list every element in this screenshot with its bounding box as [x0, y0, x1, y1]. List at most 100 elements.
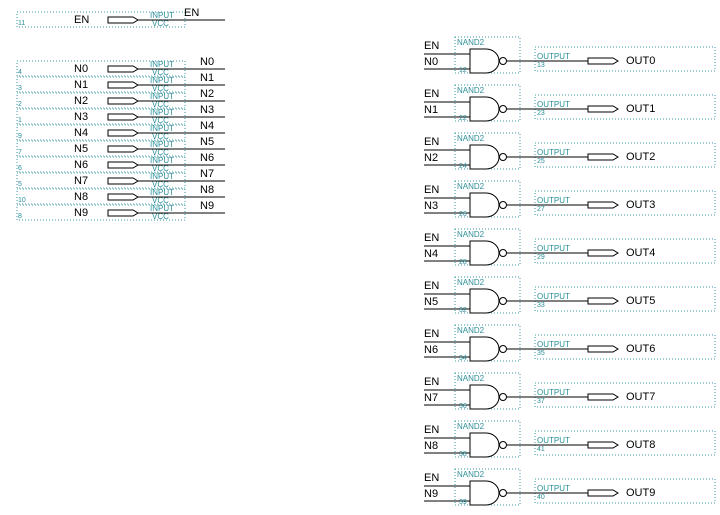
- input-pin-symbol: [107, 16, 139, 24]
- input-net-label: N8: [200, 184, 214, 196]
- input-supply-label: VCC: [152, 212, 169, 221]
- output-primitive-name: OUTPUT: [537, 100, 570, 109]
- input-label: N4: [74, 127, 88, 139]
- output-instance-box: [534, 430, 716, 456]
- output-pin-number: 13: [537, 62, 545, 69]
- input-primitive-name: INPUT: [150, 188, 174, 197]
- gate-input-b-label: N1: [424, 104, 438, 116]
- input-primitive-name: INPUT: [150, 124, 174, 133]
- input-pin-symbol: [107, 97, 139, 105]
- nand-gate-body: [469, 384, 500, 410]
- input-instance-box: [16, 172, 186, 189]
- output-primitive-name: OUTPUT: [537, 148, 570, 157]
- gate-pin-number: 22: [459, 115, 467, 122]
- nand-gate-body: [469, 432, 500, 458]
- output-pin-symbol: [587, 201, 619, 209]
- gate-pin-number: 36: [459, 403, 467, 410]
- input-pin-symbol: [107, 65, 139, 73]
- gate-primitive-name: NAND2: [457, 230, 485, 239]
- input-supply-label: VCC: [152, 148, 169, 157]
- nand-inversion-bubble: [499, 441, 507, 449]
- output-primitive-name: OUTPUT: [537, 436, 570, 445]
- output-pin-number: 40: [537, 494, 545, 501]
- input-instance-box: [16, 60, 186, 77]
- output-label: OUT3: [626, 199, 655, 211]
- output-pin-symbol: [587, 489, 619, 497]
- input-primitive-name: INPUT: [150, 204, 174, 213]
- gate-input-b-label: N2: [424, 152, 438, 164]
- gate-pin-number: 24: [459, 163, 467, 170]
- gate-primitive-name: NAND2: [457, 326, 485, 335]
- nand-gate-body: [469, 144, 500, 170]
- output-primitive-name: OUTPUT: [537, 196, 570, 205]
- output-primitive-name: OUTPUT: [537, 292, 570, 301]
- gate-input-b-label: N8: [424, 440, 438, 452]
- gate-primitive-name: NAND2: [457, 134, 485, 143]
- gate-input-b-label: N5: [424, 296, 438, 308]
- gate-primitive-name: NAND2: [457, 470, 485, 479]
- input-pin-number: 3: [18, 85, 22, 92]
- gate-instance-box: [454, 372, 521, 410]
- gate-instance-box: [454, 180, 521, 218]
- output-label: OUT9: [626, 487, 655, 499]
- gate-input-b-label: N7: [424, 392, 438, 404]
- gate-pin-number: 28: [459, 259, 467, 266]
- gate-pin-number: 12: [459, 67, 467, 74]
- input-instance-box: [16, 124, 186, 141]
- nand-gate-body: [469, 192, 500, 218]
- output-pin-symbol: [587, 57, 619, 65]
- input-instance-box: [16, 92, 186, 109]
- output-label: OUT7: [626, 391, 655, 403]
- input-label: N1: [74, 79, 88, 91]
- gate-primitive-name: NAND2: [457, 38, 485, 47]
- input-net-label: N3: [200, 104, 214, 116]
- input-instance-box: [16, 188, 186, 205]
- gate-input-b-label: N6: [424, 344, 438, 356]
- nand-inversion-bubble: [499, 345, 507, 353]
- output-pin-symbol: [587, 393, 619, 401]
- gate-input-a-label: EN: [424, 328, 439, 340]
- gate-instance-box: [454, 468, 521, 506]
- output-pin-symbol: [587, 153, 619, 161]
- gate-instance-box: [454, 228, 521, 266]
- output-pin-number: 41: [537, 446, 545, 453]
- nand-inversion-bubble: [499, 249, 507, 257]
- output-primitive-name: OUTPUT: [537, 388, 570, 397]
- input-pin-symbol: [107, 113, 139, 121]
- output-label: OUT1: [626, 103, 655, 115]
- gate-input-a-label: EN: [424, 280, 439, 292]
- nand-inversion-bubble: [499, 393, 507, 401]
- input-pin-symbol: [107, 129, 139, 137]
- nand-inversion-bubble: [499, 153, 507, 161]
- output-instance-box: [534, 334, 716, 360]
- input-pin-symbol: [107, 145, 139, 153]
- nand-gate-body: [469, 48, 500, 74]
- output-pin-number: 27: [537, 206, 545, 213]
- input-supply-label: VCC: [152, 180, 169, 189]
- input-net-label: N0: [200, 56, 214, 68]
- nand-gate-body: [469, 480, 500, 506]
- gate-instance-box: [454, 36, 521, 74]
- input-supply-label: VCC: [152, 132, 169, 141]
- output-instance-box: [534, 382, 716, 408]
- output-label: OUT8: [626, 439, 655, 451]
- output-instance-box: [534, 286, 716, 312]
- output-instance-box: [534, 46, 716, 72]
- input-pin-number: 11: [18, 20, 25, 27]
- output-primitive-name: OUTPUT: [537, 484, 570, 493]
- output-label: OUT4: [626, 247, 655, 259]
- gate-instance-box: [454, 132, 521, 170]
- input-primitive-name: INPUT: [150, 60, 174, 69]
- gate-input-b-label: N4: [424, 248, 438, 260]
- input-instance-box: [16, 204, 186, 221]
- output-pin-symbol: [587, 249, 619, 257]
- output-pin-symbol: [587, 105, 619, 113]
- input-pin-number: 6: [18, 165, 22, 172]
- input-pin-number: 8: [18, 213, 22, 220]
- nand-inversion-bubble: [499, 105, 507, 113]
